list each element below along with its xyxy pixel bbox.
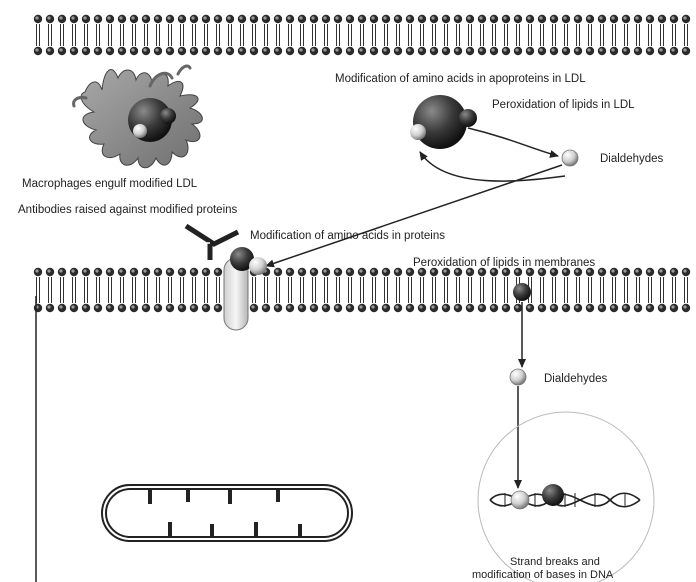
antibody-icon [186,226,238,260]
dialdehyde-sphere-top [562,150,578,166]
peroxidised-lipid-sphere [513,283,531,301]
arrow-ldl-to-dialdehyde [468,128,558,156]
membrane-protein [224,247,267,330]
mitochondrion [104,487,350,539]
label-dna-line2: modification of bases in DNA [472,569,614,581]
label-macrophages: Macrophages engulf modified LDL [22,178,198,190]
arrow-dialdehyde-to-membrane-protein [266,165,562,266]
label-mod-proteins: Modification of amino acids in proteins [250,230,445,242]
label-dialdehydes-top: Dialdehydes [600,153,664,165]
top-lipid-bilayer [34,15,690,55]
label-perox-membranes: Peroxidation of lipids in membranes [413,257,595,269]
label-dialdehydes-mid: Dialdehydes [544,373,608,385]
dialdehyde-sphere-mid [510,369,526,385]
label-mod-apoproteins: Modification of amino acids in apoprotei… [335,73,586,85]
ldl-particle [410,95,477,149]
label-dna-line1: Strand breaks and [510,556,600,568]
label-perox-ldl: Peroxidation of lipids in LDL [492,99,635,111]
label-antibodies: Antibodies raised against modified prote… [18,204,238,216]
cell-lipid-bilayer [34,268,690,312]
macrophage [74,66,203,168]
arrow-dialdehyde-to-ldl [420,152,565,181]
